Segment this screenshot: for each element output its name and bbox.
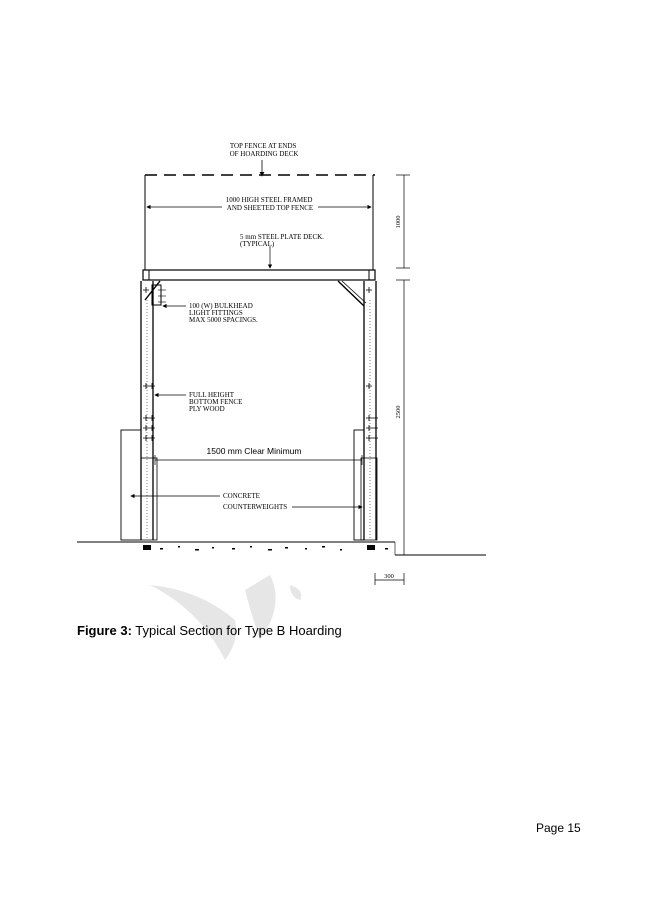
- label-counterweights: CONCRETE COUNTERWEIGHTS: [223, 492, 287, 511]
- steel-plate-deck: [142, 269, 376, 281]
- right-counterweight: [353, 429, 365, 541]
- label-steel-framed-fence: 1000 HIGH STEEL FRAMED AND SHEETED TOP F…: [226, 196, 314, 212]
- figure-caption-text: Typical Section for Type B Hoarding: [131, 623, 342, 638]
- ground-hatch: [143, 545, 388, 551]
- bulkhead-light-fitting: [151, 284, 162, 306]
- dim-base-width: 300: [384, 573, 394, 580]
- right-brace: [337, 280, 365, 307]
- left-counterweight: [120, 429, 142, 541]
- right-column: [360, 281, 378, 541]
- label-bottom-fence: FULL HEIGHT BOTTOM FENCE PLY WOOD: [189, 391, 244, 413]
- label-top-fence-ends: TOP FENCE AT ENDS OF HOARDING DECK: [230, 142, 299, 158]
- label-clear-minimum: 1500 mm Clear Minimum: [207, 446, 302, 456]
- left-column: [140, 281, 166, 541]
- bolt-marks: [143, 287, 378, 441]
- dim-bottom-height: 2500: [395, 406, 402, 419]
- label-bulkhead: 100 (W) BULKHEAD LIGHT FITTINGS MAX 5000…: [189, 302, 258, 324]
- page-number: Page 15: [536, 821, 581, 835]
- dim-top-fence-height: 1000: [395, 216, 402, 229]
- label-steel-plate-deck: 5 mm STEEL PLATE DECK. (TYPICAL): [240, 233, 326, 248]
- base-dimension-line: [374, 573, 405, 585]
- watermark-draft: [150, 575, 302, 660]
- figure-label: Figure 3:: [77, 623, 132, 638]
- vertical-dimension-lines: [396, 174, 410, 555]
- figure-caption: Figure 3: Typical Section for Type B Hoa…: [77, 623, 342, 638]
